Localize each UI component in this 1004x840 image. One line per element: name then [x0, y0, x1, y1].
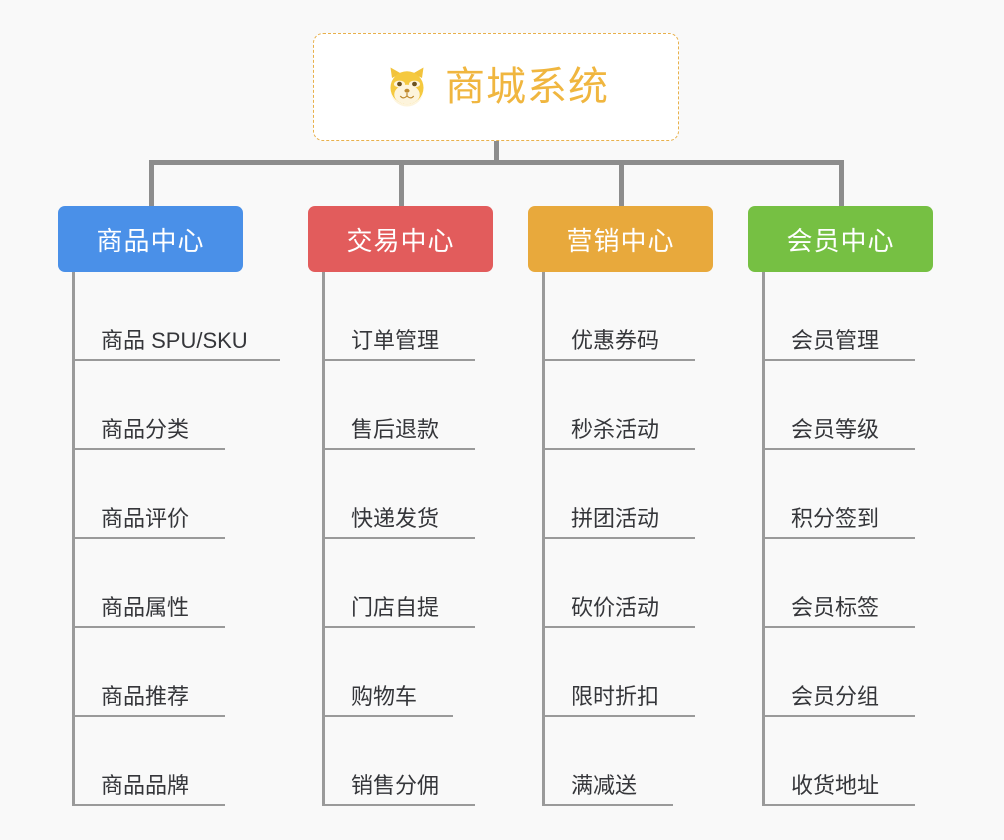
connector-horizontal-bar	[150, 160, 840, 165]
column-spine	[72, 272, 75, 806]
list-item-label: 售后退款	[351, 416, 440, 442]
list-item-underline	[325, 359, 475, 361]
category-title: 交易中心	[346, 225, 455, 256]
list-item-label: 商品分类	[101, 416, 190, 442]
list-item-label: 秒杀活动	[571, 416, 660, 442]
list-item-label: 限时折扣	[571, 683, 660, 709]
list-item-underline	[325, 715, 453, 717]
list-item[interactable]: 售后退款	[325, 361, 475, 450]
list-item-underline	[765, 448, 915, 450]
list-item[interactable]: 商品 SPU/SKU	[75, 272, 280, 361]
list-item-underline	[545, 359, 695, 361]
root-node-商城系统[interactable]: 商城系统	[313, 33, 679, 141]
list-item[interactable]: 快递发货	[325, 450, 475, 539]
list-item[interactable]: 商品分类	[75, 361, 225, 450]
list-item-label: 会员管理	[791, 327, 880, 353]
list-item-label: 砍价活动	[571, 594, 660, 620]
list-item[interactable]: 秒杀活动	[545, 361, 695, 450]
list-item[interactable]: 限时折扣	[545, 628, 695, 717]
list-item-label: 销售分佣	[351, 772, 440, 798]
list-item[interactable]: 收货地址	[765, 717, 915, 806]
list-item[interactable]: 砍价活动	[545, 539, 695, 628]
list-item[interactable]: 拼团活动	[545, 450, 695, 539]
list-item-underline	[325, 804, 475, 806]
list-item-underline	[325, 626, 475, 628]
category-box-3[interactable]: 营销中心	[528, 206, 713, 272]
list-item[interactable]: 商品属性	[75, 539, 225, 628]
list-item[interactable]: 购物车	[325, 628, 453, 717]
list-item-label: 拼团活动	[571, 505, 660, 531]
category-title: 营销中心	[566, 225, 675, 256]
list-item-label: 会员等级	[791, 416, 880, 442]
list-item-underline	[75, 359, 280, 361]
list-item-underline	[545, 448, 695, 450]
connector-drop-4	[838, 160, 844, 208]
list-item-label: 商品推荐	[101, 683, 190, 709]
list-item-underline	[545, 626, 695, 628]
connector-drop-1	[148, 160, 154, 208]
connector-root-stem	[494, 141, 499, 163]
list-item-label: 商品品牌	[101, 772, 190, 798]
list-item[interactable]: 会员分组	[765, 628, 915, 717]
list-item[interactable]: 会员标签	[765, 539, 915, 628]
list-item[interactable]: 门店自提	[325, 539, 475, 628]
list-item-underline	[75, 537, 225, 539]
list-item-underline	[75, 626, 225, 628]
shiba-dog-face-icon	[383, 63, 431, 111]
list-item-underline	[765, 537, 915, 539]
list-item[interactable]: 商品推荐	[75, 628, 225, 717]
list-item[interactable]: 销售分佣	[325, 717, 475, 806]
list-item-label: 满减送	[571, 772, 638, 798]
category-title: 商品中心	[96, 225, 205, 256]
list-item[interactable]: 优惠券码	[545, 272, 695, 361]
list-item-underline	[765, 626, 915, 628]
list-item-label: 会员分组	[791, 683, 880, 709]
list-item-label: 订单管理	[351, 327, 440, 353]
list-item-underline	[545, 715, 695, 717]
category-box-1[interactable]: 商品中心	[58, 206, 243, 272]
connector-drop-2	[398, 160, 404, 208]
list-item-underline	[75, 448, 225, 450]
list-item-underline	[545, 804, 673, 806]
column-spine	[322, 272, 325, 806]
list-item-underline	[75, 715, 225, 717]
column-spine	[762, 272, 765, 806]
list-item[interactable]: 满减送	[545, 717, 673, 806]
category-box-2[interactable]: 交易中心	[308, 206, 493, 272]
list-item-underline	[75, 804, 225, 806]
list-item[interactable]: 商品品牌	[75, 717, 225, 806]
list-item-label: 收货地址	[791, 772, 880, 798]
list-item-label: 商品属性	[101, 594, 190, 620]
list-item-label: 快递发货	[351, 505, 440, 531]
list-item[interactable]: 订单管理	[325, 272, 475, 361]
category-title: 会员中心	[786, 225, 895, 256]
category-box-4[interactable]: 会员中心	[748, 206, 933, 272]
list-item-underline	[765, 804, 915, 806]
root-node-content: 商城系统	[383, 63, 609, 111]
list-item-label: 购物车	[351, 683, 418, 709]
list-item[interactable]: 会员管理	[765, 272, 915, 361]
list-item-underline	[545, 537, 695, 539]
list-item-underline	[325, 537, 475, 539]
list-item-label: 优惠券码	[571, 327, 660, 353]
list-item-underline	[765, 359, 915, 361]
list-item-label: 商品 SPU/SKU	[101, 327, 248, 353]
root-title: 商城系统	[445, 65, 609, 109]
list-item[interactable]: 会员等级	[765, 361, 915, 450]
list-item-underline	[325, 448, 475, 450]
list-item[interactable]: 商品评价	[75, 450, 225, 539]
connector-drop-3	[618, 160, 624, 208]
list-item[interactable]: 积分签到	[765, 450, 915, 539]
list-item-label: 商品评价	[101, 505, 190, 531]
list-item-label: 门店自提	[351, 594, 440, 620]
list-item-underline	[765, 715, 915, 717]
list-item-label: 积分签到	[791, 505, 880, 531]
list-item-label: 会员标签	[791, 594, 880, 620]
column-spine	[542, 272, 545, 806]
